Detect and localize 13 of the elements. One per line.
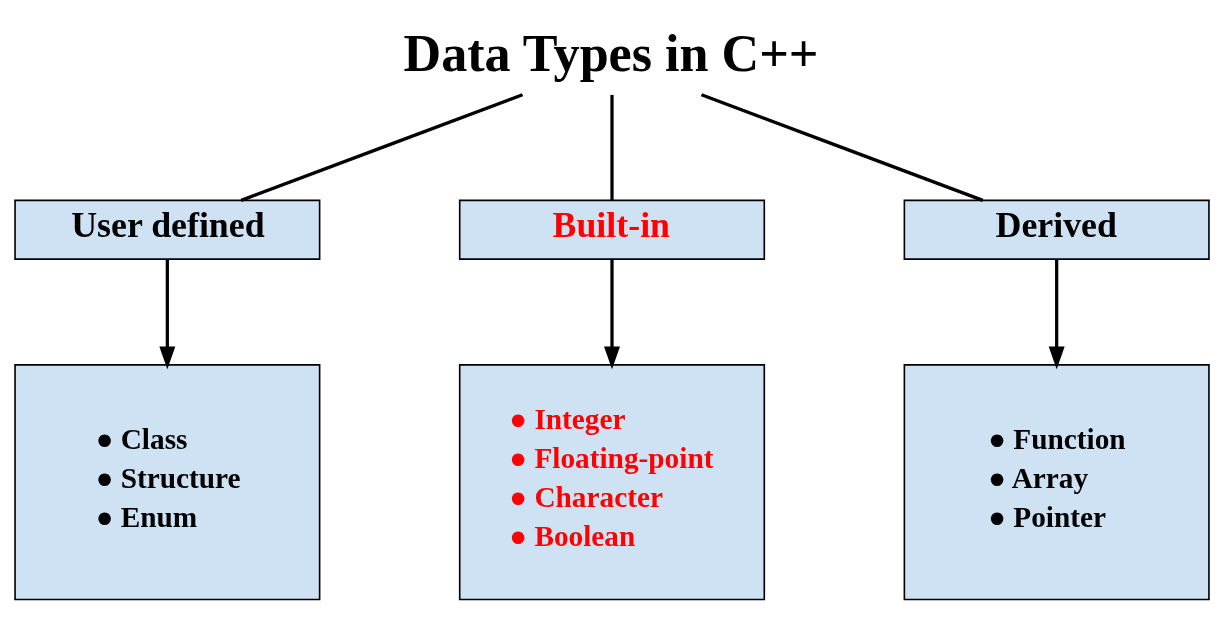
node-box: Derived <box>903 199 1210 260</box>
connector <box>700 92 984 202</box>
connector <box>240 92 524 202</box>
node-text: Data Types in C++ <box>403 24 819 82</box>
node-box: Built-in <box>458 199 766 260</box>
node-box: ● Integer ● Floating-point ● Character ● Boolean <box>458 363 766 600</box>
arrow <box>159 258 176 369</box>
connector <box>610 94 614 200</box>
node-box: User defined <box>14 199 321 260</box>
arrow <box>1048 258 1065 369</box>
node-box: ● Class ● Structure ● Enum <box>14 363 321 600</box>
node-box: ● Function ● Array ● Pointer <box>903 363 1210 600</box>
arrow <box>604 258 620 369</box>
